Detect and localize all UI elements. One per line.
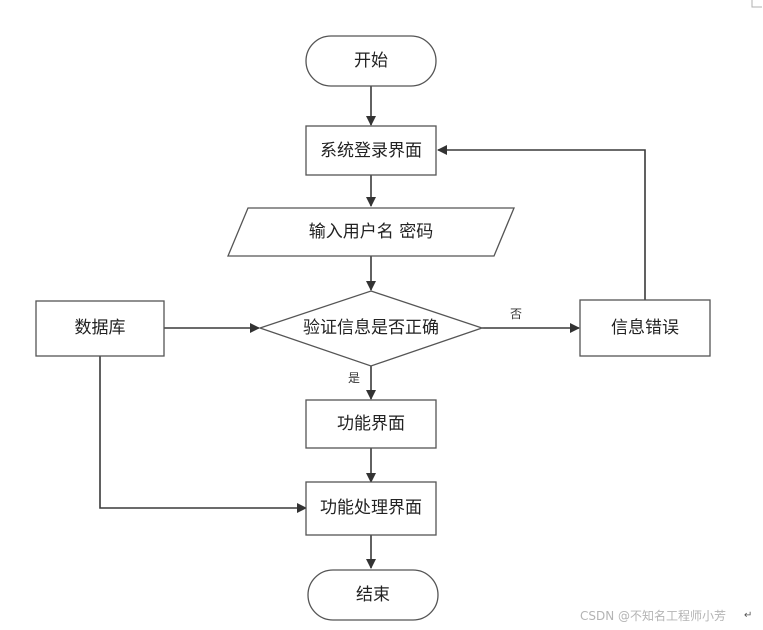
input-label: 输入用户名 密码 (309, 222, 433, 242)
verify-decision (257, 290, 485, 367)
start-terminator (305, 35, 437, 87)
edge-label-no: 否 (510, 307, 522, 321)
database-process (35, 300, 165, 357)
end-label: 结束 (356, 585, 390, 605)
error-label: 信息错误 (611, 318, 679, 338)
edge-error-login (437, 145, 646, 300)
function-process (305, 399, 437, 449)
process-label: 功能处理界面 (320, 498, 422, 518)
page-corner-mark (751, 0, 762, 8)
verify-label: 验证信息是否正确 (303, 318, 439, 338)
input-parallelogram (227, 207, 515, 257)
start-label: 开始 (354, 51, 388, 71)
end-terminator (307, 569, 439, 621)
database-label: 数据库 (75, 318, 126, 338)
login-process (305, 125, 437, 176)
function-label: 功能界面 (337, 414, 405, 434)
error-process (579, 299, 711, 357)
login-label: 系统登录界面 (320, 141, 422, 161)
edge-label-yes: 是 (348, 371, 360, 385)
edge-database-process (99, 356, 307, 513)
process-process (305, 481, 437, 536)
watermark-text: CSDN @不知名工程师小芳 (580, 609, 727, 623)
return-mark: ↵ (744, 610, 753, 621)
